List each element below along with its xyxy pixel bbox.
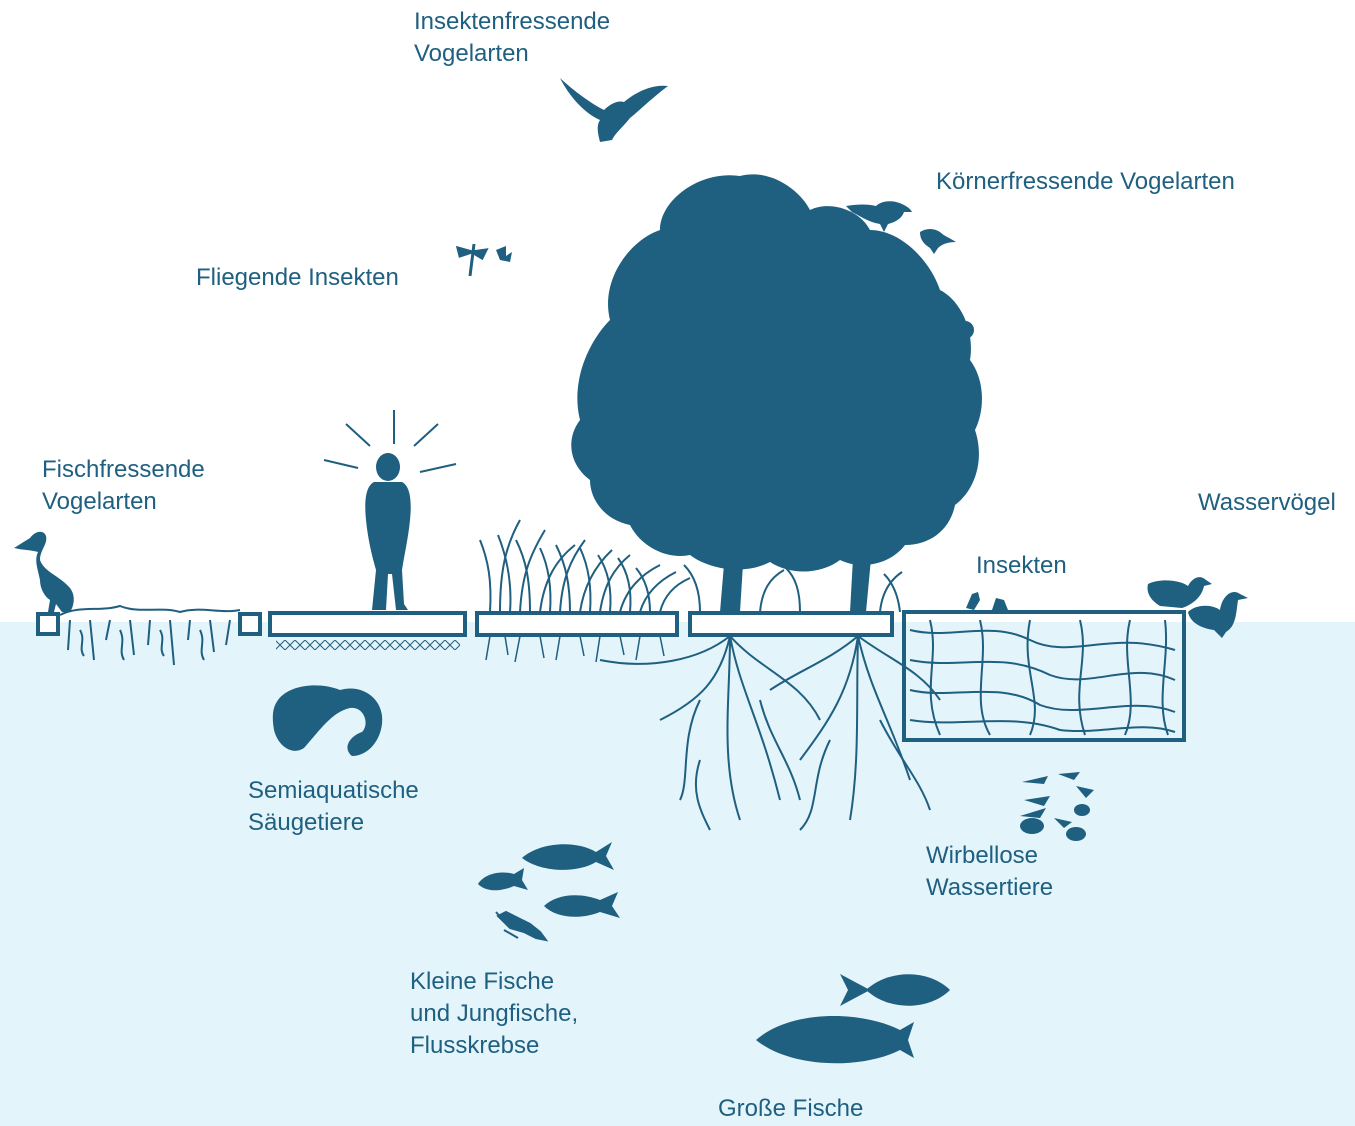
roots-icon bbox=[600, 636, 940, 830]
large-fish-icon bbox=[756, 974, 950, 1063]
label-grain-birds: Körnerfressende Vogelarten bbox=[936, 166, 1235, 198]
label-insect-birds: Insektenfressende Vogelarten bbox=[414, 6, 610, 70]
heron-icon bbox=[14, 532, 74, 612]
label-semiaquatic-mammals: Semiaquatische Säugetiere bbox=[248, 775, 419, 839]
bird-flying-icon bbox=[560, 78, 668, 142]
label-small-fish: Kleine Fische und Jungfische, Flusskrebs… bbox=[410, 966, 578, 1062]
raft-square-left bbox=[38, 614, 58, 634]
fish-icon bbox=[478, 842, 620, 918]
raft-board-2 bbox=[477, 613, 677, 635]
otter-icon bbox=[273, 685, 382, 756]
insect-icon bbox=[966, 592, 1008, 610]
raft-board-1 bbox=[270, 613, 465, 635]
duck-icon bbox=[1148, 577, 1249, 638]
label-large-fish: Große Fische bbox=[718, 1093, 863, 1125]
raft-square-right bbox=[240, 614, 260, 634]
root-mat bbox=[910, 620, 1175, 735]
tree-icon bbox=[571, 174, 982, 612]
diamond-net bbox=[276, 640, 460, 650]
label-fish-birds: Fischfressende Vogelarten bbox=[42, 454, 205, 518]
label-water-birds: Wasservögel bbox=[1198, 487, 1336, 519]
crayfish-icon bbox=[496, 912, 546, 940]
butterfly-icon bbox=[496, 246, 512, 262]
label-invertebrates: Wirbellose Wassertiere bbox=[926, 840, 1053, 904]
person-icon bbox=[365, 453, 410, 610]
root-mat-box bbox=[904, 612, 1184, 740]
raft-board-3 bbox=[690, 613, 892, 635]
dragonfly-icon bbox=[458, 244, 486, 276]
reed-roots bbox=[486, 636, 664, 662]
invertebrate-icon bbox=[1020, 772, 1094, 841]
floating-vegetation bbox=[60, 606, 240, 665]
label-flying-insects: Fliegende Insekten bbox=[196, 262, 399, 294]
label-insects: Insekten bbox=[976, 550, 1067, 582]
